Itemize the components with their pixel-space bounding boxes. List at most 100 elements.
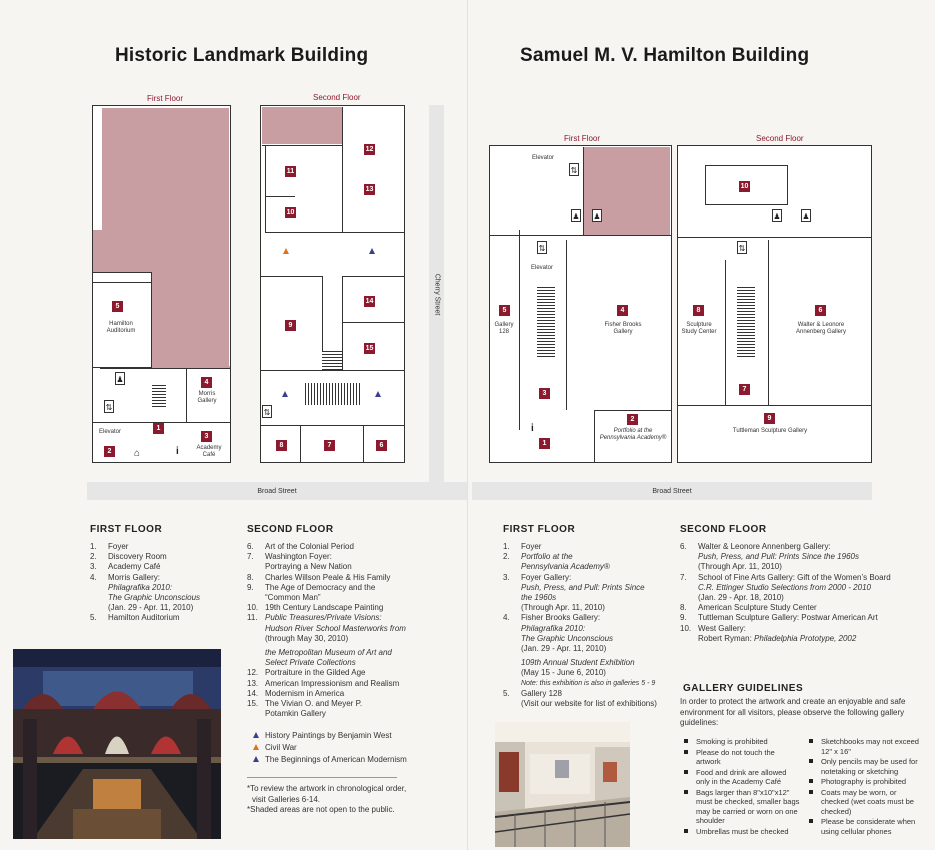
hlb-first-item: 5. Hamilton Auditorium xyxy=(90,613,240,623)
item-title: Modernism in America xyxy=(265,688,345,698)
item-title: Hamilton Auditorium xyxy=(108,613,180,623)
civil-war-marker xyxy=(283,248,289,254)
gallery-guidelines-heading: GALLERY GUIDELINES xyxy=(683,683,804,694)
smvh-second-item: 9. Tuttleman Sculpture Gallery: Postwar A… xyxy=(680,613,910,623)
hlb-room-2-marker: 2 xyxy=(104,446,115,457)
legend-civil-war: Civil War xyxy=(253,743,297,752)
gallery-128-label: Gallery 128 xyxy=(494,322,514,335)
item-italic: Select Private Collections xyxy=(265,658,356,668)
item-subtitle: (Jan. 29 - Apr. 11, 2010) xyxy=(108,603,194,613)
smvh-room-6-marker: 6 xyxy=(815,305,826,316)
smvh-elevator-icon-1: ⇅ xyxy=(569,163,579,176)
historic-landmark-title: Historic Landmark Building xyxy=(115,45,369,66)
hlb-notes: *To review the artwork in chronological … xyxy=(247,784,407,814)
hamilton-building-title: Samuel M. V. Hamilton Building xyxy=(520,45,810,66)
item-title: School of Fine Arts Gallery: Gift of the… xyxy=(698,572,891,582)
list-number: 14. xyxy=(247,688,259,698)
smvh-restroom-icon-2: ♟ xyxy=(592,209,602,222)
guideline-item: Photography is prohibited xyxy=(808,777,920,787)
item-title: Walter & Leonore Annenberg Gallery: xyxy=(698,542,831,551)
list-number: 11. xyxy=(247,613,258,623)
item-subtitle: (May 15 - June 6, 2010) xyxy=(521,668,606,678)
item-title: 19th Century Landscape Painting xyxy=(265,603,384,613)
smvh-second-floor-heading: SECOND FLOOR xyxy=(680,524,767,535)
item-subtitle: (through May 30, 2010) xyxy=(265,633,349,643)
smvh-second-floor-label: Second Floor xyxy=(756,134,804,143)
smvh-second-item: 8.American Sculpture Study Center xyxy=(680,603,910,613)
coat-check-icon: ⌂ xyxy=(134,448,141,459)
item-title: American Impressionism and Realism xyxy=(265,678,400,688)
hlb-interior-photo xyxy=(13,649,221,839)
modernism-marker xyxy=(369,248,375,254)
cherry-street-label: Cherry Street xyxy=(433,273,440,315)
item-title: American Sculpture Study Center xyxy=(698,603,817,613)
west-paintings-marker-1 xyxy=(282,391,288,397)
hlb-second-item: 9.The Age of Democracy and the“Common Ma… xyxy=(247,583,447,603)
item-title: Fisher Brooks Gallery: xyxy=(521,613,601,623)
list-number: 7. xyxy=(247,552,254,562)
smvh-first-floor-heading: FIRST FLOOR xyxy=(503,524,576,535)
legend-west: History Paintings by Benjamin West xyxy=(253,731,392,740)
item-title: Portraiture in the Gilded Age xyxy=(265,668,366,678)
item-subtitle: “Common Man” xyxy=(265,593,321,603)
list-number: 5. xyxy=(503,688,510,698)
guideline-item: Coats may be worn, or checked (wet coats… xyxy=(808,788,920,817)
smvh-room-9-marker: 9 xyxy=(764,413,775,424)
hlb-second-item: 14. Modernism in America xyxy=(247,689,447,699)
list-number: 9. xyxy=(680,613,687,623)
academy-cafe-label: Academy Café xyxy=(196,445,222,458)
item-subtitle: (Jan. 29 - Apr. 18, 2010) xyxy=(698,593,784,603)
guideline-item: Bags larger than 8"x10"x12" must be chec… xyxy=(683,788,801,826)
list-number: 3. xyxy=(90,562,97,572)
smvh-elevator-icon-2: ⇅ xyxy=(537,241,547,254)
hlb-first-item: 4.Morris Gallery:Philagrafika 2010:The G… xyxy=(90,573,240,614)
smvh-first-floor-label: First Floor xyxy=(564,134,600,143)
hlb-room-1-marker: 1 xyxy=(153,423,164,434)
list-number: 6. xyxy=(680,542,687,551)
hlb-room-12-marker: 12 xyxy=(364,144,375,155)
item-title: Morris Gallery: xyxy=(108,572,161,582)
legend-modernism: The Beginnings of American Modernism xyxy=(253,755,407,764)
item-italic: Push, Press, and Pull: Prints Since xyxy=(521,582,645,592)
item-title: Tuttleman Sculpture Gallery: Postwar Ame… xyxy=(698,613,878,623)
item-subtitle: (Visit our website for list of exhibitio… xyxy=(521,699,657,709)
broad-street-right: Broad Street xyxy=(472,482,872,500)
morris-gallery-label: Morris Gallery xyxy=(197,391,217,404)
item-subtitle: Portraying a New Nation xyxy=(265,562,352,572)
smvh-room-1-marker: 1 xyxy=(539,438,550,449)
west-paintings-marker-2 xyxy=(375,391,381,397)
item-italic: the 1960s xyxy=(521,593,557,603)
item-title: Washington Foyer: xyxy=(265,552,332,562)
hamilton-auditorium-label: Hamilton Auditorium xyxy=(106,321,136,334)
item-italic: The Graphic Unconscious xyxy=(521,633,614,643)
item-title: The Age of Democracy and the xyxy=(265,582,376,592)
center-fold xyxy=(467,0,468,850)
hlb-second-floor-heading: SECOND FLOOR xyxy=(247,524,334,535)
tuttleman-label: Tuttleman Sculpture Gallery xyxy=(732,428,808,434)
smvh2-elevator-icon: ⇅ xyxy=(737,241,747,254)
smvh-interior-photo xyxy=(495,722,630,847)
smvh-second-floor-list: 6.Walter & Leonore Annenberg Gallery:Pus… xyxy=(680,542,910,644)
list-number: 2. xyxy=(503,552,510,562)
hlb-room-14-marker: 14 xyxy=(364,296,375,307)
list-number: 13. xyxy=(247,678,259,688)
hlb-room-5-marker: 5 xyxy=(112,301,123,312)
item-subtitle: Robert Ryman: Philadelphia Prototype, 20… xyxy=(698,633,857,643)
smvh-second-item: 10.West Gallery:Robert Ryman: Philadelph… xyxy=(680,624,910,644)
item-italic: Pennsylvania Academy® xyxy=(521,562,610,572)
annenberg-label: Walter & Leonore Annenberg Gallery xyxy=(795,322,847,335)
smvh-room-2-marker: 2 xyxy=(627,414,638,425)
hlb-room-13-marker: 13 xyxy=(364,184,375,195)
hlb-room-11-marker: 11 xyxy=(285,166,296,177)
list-number: 5. xyxy=(90,613,97,623)
smvh-room-8-marker: 8 xyxy=(693,305,704,316)
hlb-elevator-icon-2: ⇅ xyxy=(262,405,272,418)
guideline-item: Please do not touch the artwork xyxy=(683,748,801,767)
hlb-second-item: 13. American Impressionism and Realism xyxy=(247,679,447,689)
hlb-elevator-label: Elevator xyxy=(98,429,121,435)
